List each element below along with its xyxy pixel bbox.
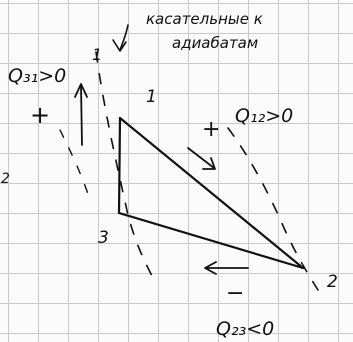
mark-top: 1 [92, 45, 102, 64]
vertex-3-label: 3 [98, 228, 109, 248]
q31-arrow [80, 85, 83, 146]
mark-left: 2 [1, 171, 10, 187]
vertex-2-label: 2 [327, 272, 338, 292]
q23-arrow-head [204, 261, 217, 275]
edge-1-2 [118, 116, 305, 270]
adiabat-through-1 [95, 51, 153, 277]
adiabat-left [59, 129, 91, 201]
minus-bottom: − [226, 281, 244, 306]
edge-1-3 [117, 116, 122, 215]
adiabat-through-2 [227, 127, 319, 291]
plus-left: + [30, 101, 50, 129]
note-line-1: касательные к [146, 10, 263, 28]
q31-arrow-head [74, 83, 88, 98]
q31-label: Q₃₁>0 [8, 65, 66, 87]
q12-arrow-head [202, 157, 216, 170]
q12-label: Q₁₂>0 [235, 105, 293, 127]
note-arrow-head [112, 39, 127, 52]
note-line-2: адиабатам [172, 34, 258, 52]
q12-arrow [187, 147, 215, 169]
edge-3-2 [117, 211, 305, 270]
note-arrow [119, 24, 129, 51]
q23-label: Q₂₃<0 [216, 318, 274, 340]
plus-right: + [202, 117, 220, 142]
vertex-1-label: 1 [146, 87, 157, 107]
